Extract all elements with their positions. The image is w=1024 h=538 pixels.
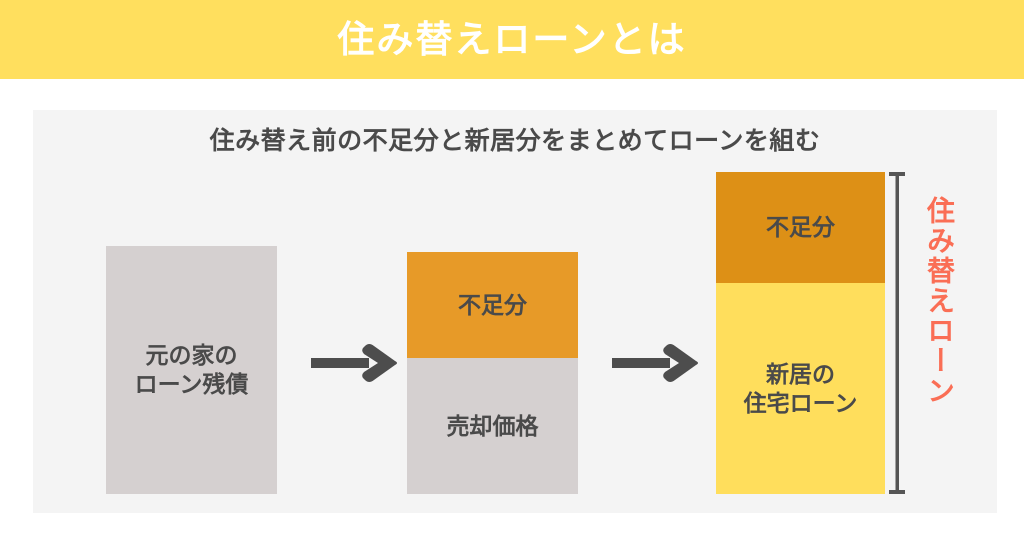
page-title: 住み替えローンとは (337, 19, 687, 60)
bar-sale-breakdown: 不足分 売却価格 (407, 252, 578, 494)
segment-remaining-debt-label-line1: 元の家の (145, 342, 238, 369)
bar-new-combined-loan: 不足分 新居の 住宅ローン (716, 172, 885, 494)
segment-sale-price-label: 売却価格 (446, 412, 539, 439)
bar-original-remaining-debt: 元の家の ローン残債 (106, 246, 277, 494)
segment-new-home-loan: 新居の 住宅ローン (716, 283, 885, 494)
diagram-panel: 住み替え前の不足分と新居分をまとめてローンを組む 元の家の ローン残債 不足分 (33, 110, 997, 513)
range-bracket (889, 172, 905, 494)
header-banner: 住み替えローンとは (0, 0, 1024, 79)
arrow-right-2 (612, 342, 700, 384)
segment-new-home-loan-label-line1: 新居の (765, 360, 835, 387)
segment-shortfall-new-label: 不足分 (766, 214, 835, 241)
segment-remaining-debt: 元の家の ローン残債 (106, 246, 277, 494)
segment-shortfall-new: 不足分 (716, 172, 885, 283)
segment-remaining-debt-label-line2: ローン残債 (134, 371, 249, 397)
bracket-label-swap-loan: 住み替えローン (924, 196, 955, 406)
segment-shortfall-sale-label: 不足分 (458, 291, 527, 318)
segment-shortfall-sale: 不足分 (407, 252, 578, 358)
segment-new-home-loan-label-line2: 住宅ローン (743, 389, 858, 416)
panel-subtitle: 住み替え前の不足分と新居分をまとめてローンを組む (209, 127, 821, 155)
arrow-right-1 (311, 342, 399, 384)
segment-sale-price: 売却価格 (407, 358, 578, 494)
